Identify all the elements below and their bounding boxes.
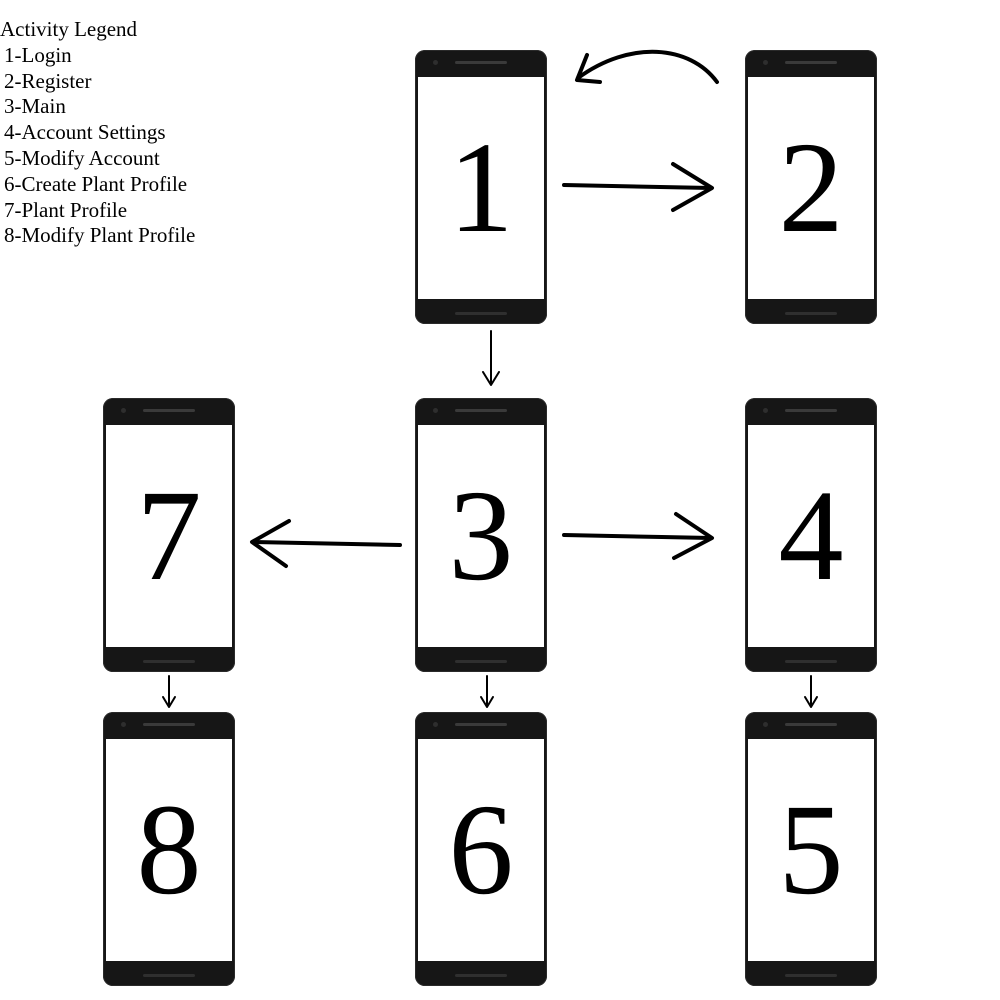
screen-number: 4 bbox=[778, 464, 844, 608]
home-bar bbox=[455, 974, 507, 977]
arrow-login-to-main bbox=[482, 330, 500, 386]
arrow-main-to-create-plant-profile bbox=[480, 675, 494, 708]
camera-icon bbox=[433, 408, 438, 413]
legend-item-create-plant-profile: 6-Create Plant Profile bbox=[4, 171, 188, 196]
screen-number: 7 bbox=[136, 464, 202, 608]
camera-icon bbox=[121, 722, 126, 727]
screen-number: 3 bbox=[448, 464, 514, 608]
phone-screen: 1 bbox=[418, 77, 544, 299]
phone-login: 1 bbox=[415, 50, 547, 324]
camera-icon bbox=[763, 60, 768, 65]
camera-icon bbox=[763, 408, 768, 413]
phone-register: 2 bbox=[745, 50, 877, 324]
legend-item-register: 2-Register bbox=[4, 68, 92, 93]
legend-item-account-settings: 4-Account Settings bbox=[4, 120, 166, 145]
legend-item-modify-plant-profile: 8-Modify Plant Profile bbox=[4, 223, 196, 248]
home-bar bbox=[785, 312, 837, 315]
arrow-main-to-account-settings bbox=[562, 512, 714, 560]
arrow-main-to-plant-profile bbox=[250, 519, 402, 568]
activity-legend: Activity Legend 1-Login 2-Register 3-Mai… bbox=[0, 17, 195, 249]
phone-modify-plant-profile: 8 bbox=[103, 712, 235, 986]
speaker-grille bbox=[455, 61, 507, 64]
phone-screen: 8 bbox=[106, 739, 232, 961]
phone-screen: 4 bbox=[748, 425, 874, 647]
home-bar bbox=[455, 660, 507, 663]
legend-item-login: 1-Login bbox=[4, 42, 72, 67]
phone-account-settings: 4 bbox=[745, 398, 877, 672]
home-bar bbox=[785, 974, 837, 977]
arrow-account-settings-to-modify bbox=[804, 675, 818, 708]
speaker-grille bbox=[143, 723, 195, 726]
arrow-register-to-login bbox=[575, 49, 719, 84]
screen-number: 6 bbox=[448, 778, 514, 922]
camera-icon bbox=[433, 722, 438, 727]
speaker-grille bbox=[785, 409, 837, 412]
speaker-grille bbox=[455, 409, 507, 412]
arrow-plant-profile-to-modify bbox=[162, 675, 176, 708]
speaker-grille bbox=[785, 61, 837, 64]
legend-item-main: 3-Main bbox=[4, 94, 66, 119]
home-bar bbox=[143, 660, 195, 663]
phone-modify-account: 5 bbox=[745, 712, 877, 986]
screen-number: 5 bbox=[778, 778, 844, 922]
legend-title: Activity Legend bbox=[0, 17, 138, 41]
speaker-grille bbox=[455, 723, 507, 726]
phone-screen: 5 bbox=[748, 739, 874, 961]
legend-item-plant-profile: 7-Plant Profile bbox=[4, 197, 128, 222]
camera-icon bbox=[763, 722, 768, 727]
phone-screen: 3 bbox=[418, 425, 544, 647]
speaker-grille bbox=[785, 723, 837, 726]
phone-create-plant-profile: 6 bbox=[415, 712, 547, 986]
screen-number: 1 bbox=[448, 116, 514, 260]
legend-item-modify-account: 5-Modify Account bbox=[4, 145, 160, 170]
camera-icon bbox=[433, 60, 438, 65]
phone-screen: 6 bbox=[418, 739, 544, 961]
screen-number: 8 bbox=[136, 778, 202, 922]
phone-main: 3 bbox=[415, 398, 547, 672]
arrow-login-to-register bbox=[562, 162, 714, 212]
home-bar bbox=[455, 312, 507, 315]
phone-screen: 2 bbox=[748, 77, 874, 299]
home-bar bbox=[143, 974, 195, 977]
camera-icon bbox=[121, 408, 126, 413]
home-bar bbox=[785, 660, 837, 663]
screen-number: 2 bbox=[778, 116, 844, 260]
phone-screen: 7 bbox=[106, 425, 232, 647]
phone-plant-profile: 7 bbox=[103, 398, 235, 672]
speaker-grille bbox=[143, 409, 195, 412]
